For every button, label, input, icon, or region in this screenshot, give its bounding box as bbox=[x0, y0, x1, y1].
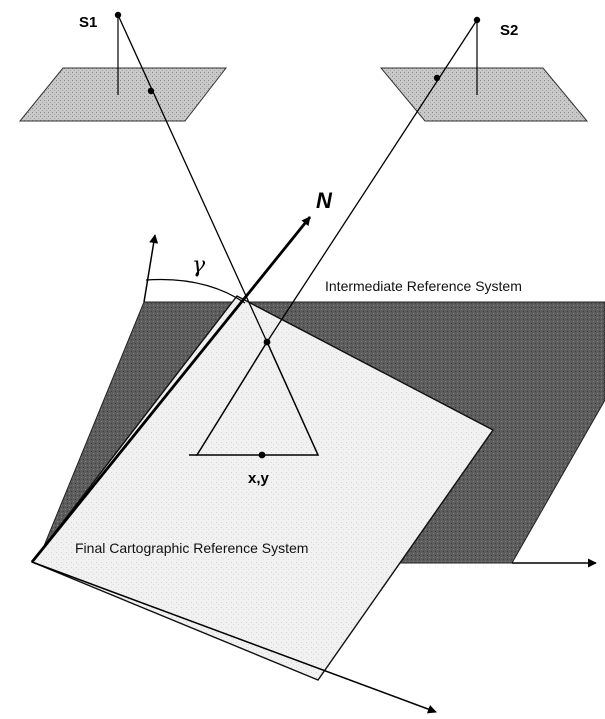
ray-intersection-point bbox=[263, 338, 271, 346]
camera-center-s2 bbox=[473, 16, 481, 24]
final-x-axis-arrow bbox=[31, 561, 437, 714]
image-point-left bbox=[147, 87, 155, 95]
label-s2: S2 bbox=[500, 22, 518, 39]
label-north: N bbox=[316, 188, 333, 213]
image-plane-left bbox=[18, 67, 228, 122]
ground-point-xy bbox=[258, 451, 266, 459]
label-intermediate-reference-system: Intermediate Reference System bbox=[325, 278, 522, 294]
projection-ray-s1 bbox=[117, 14, 268, 343]
projection-ray-s2 bbox=[266, 19, 478, 343]
camera-center-s1 bbox=[114, 11, 122, 19]
label-point-xy: x,y bbox=[248, 470, 270, 487]
image-point-right bbox=[433, 74, 441, 82]
final-cartographic-plane bbox=[30, 295, 495, 681]
gamma-angle-arc bbox=[145, 278, 246, 304]
image-plane-right bbox=[379, 67, 589, 122]
label-gamma: γ bbox=[192, 253, 206, 278]
label-final-cartographic-reference-system: Final Cartographic Reference System bbox=[75, 540, 308, 556]
label-s1: S1 bbox=[79, 14, 97, 31]
north-arrow bbox=[30, 216, 312, 563]
error-triangle bbox=[195, 340, 320, 456]
vertical-axis-arrow bbox=[143, 234, 159, 303]
